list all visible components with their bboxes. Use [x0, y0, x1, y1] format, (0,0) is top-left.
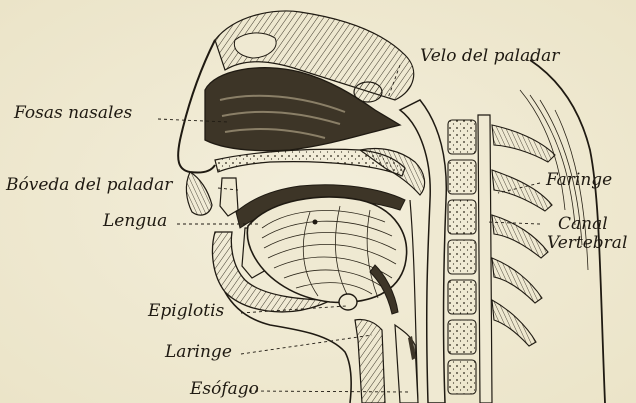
label-velo-del-paladar: Velo del paladar: [420, 48, 559, 65]
soft-palate: [360, 149, 425, 196]
vertebral-canal: [478, 115, 492, 403]
esophagus: [395, 325, 418, 403]
label-canal: Canal: [558, 216, 608, 233]
label-laringe: Laringe: [165, 344, 232, 361]
vertebral-column: [448, 120, 476, 394]
larynx: [355, 319, 385, 403]
label-epiglotis: Epiglotis: [148, 303, 224, 320]
adenoid: [354, 82, 382, 102]
label-lengua: Lengua: [103, 213, 167, 230]
label-esofago: Esófago: [190, 381, 259, 398]
hyoid-bone: [339, 294, 357, 310]
label-boveda-del-paladar: Bóveda del paladar: [6, 177, 172, 194]
upper-lip: [186, 172, 212, 215]
label-faringe: Faringe: [546, 172, 612, 189]
upper-tooth: [220, 178, 238, 216]
label-fosas-nasales: Fosas nasales: [14, 105, 132, 122]
spinous-processes: [492, 125, 555, 346]
label-vertebral: Vertebral: [547, 235, 627, 252]
